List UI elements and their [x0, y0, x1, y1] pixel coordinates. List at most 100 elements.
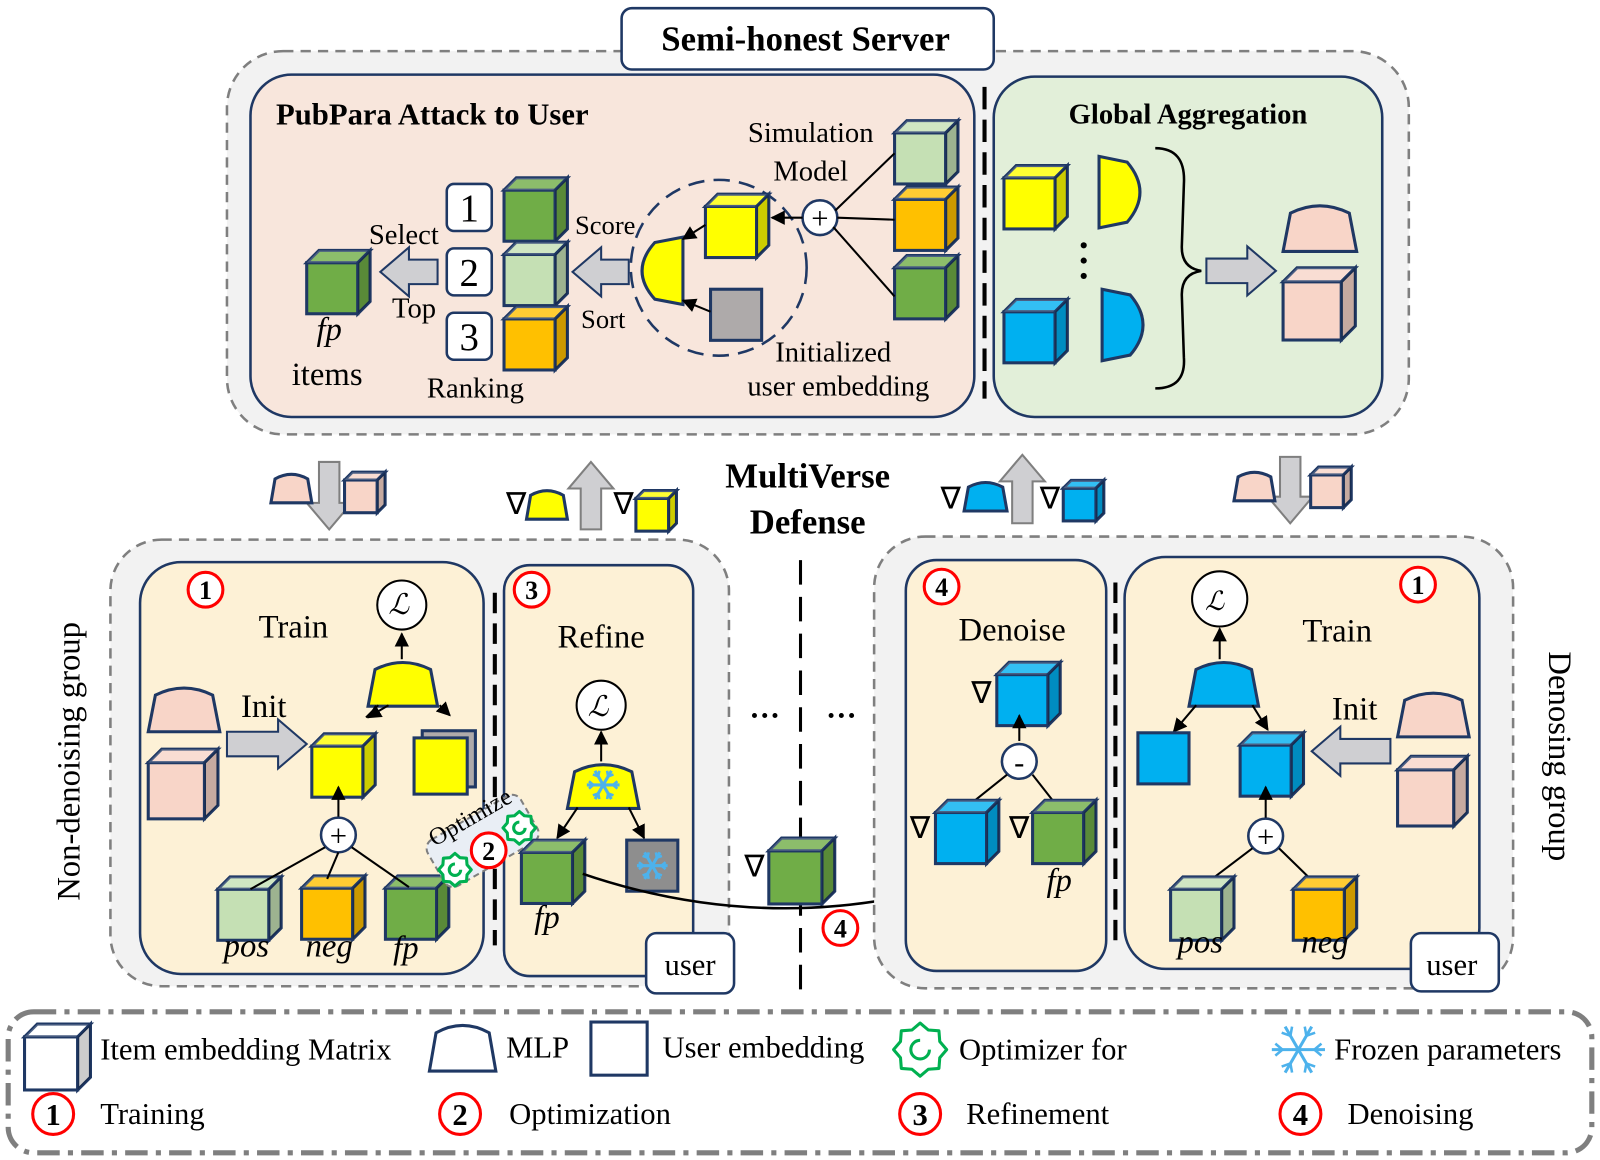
legend-mlp-label: MLP	[506, 1031, 569, 1065]
aggregation-brace	[1155, 146, 1202, 390]
init-embedding	[144, 745, 222, 823]
refined-fp-cube	[517, 836, 589, 908]
fp-label: fp	[1046, 863, 1071, 899]
legend-step-label: Optimization	[509, 1097, 671, 1131]
loss-circle: ℒ	[1191, 570, 1249, 628]
sim-fp-cube	[890, 251, 962, 323]
rank-number: 3	[460, 316, 479, 359]
legend-item-embedding-label: Item embedding Matrix	[100, 1033, 391, 1067]
gear-optimizer-icon	[501, 809, 538, 846]
legend-optimizer-label: Optimizer for	[959, 1033, 1127, 1067]
step-number: 4	[1293, 1098, 1308, 1132]
sim-neg-cube	[890, 183, 962, 255]
step-number: 1	[1412, 571, 1425, 600]
connector-line	[834, 152, 896, 212]
denoised-gradient-cube	[993, 658, 1064, 730]
received-fp-gradient-cube	[1028, 796, 1100, 868]
step-badge: 4	[922, 567, 961, 606]
initialized-user-embedding	[709, 287, 764, 342]
init-label: Init	[1332, 691, 1377, 727]
step-badge: 3	[512, 570, 551, 609]
snowflake-icon	[636, 851, 668, 880]
gradient-symbol: ∇	[970, 676, 992, 710]
attack-title: PubPara Attack to User	[276, 97, 589, 131]
connector-line	[627, 806, 646, 840]
simulation-mlp	[640, 235, 685, 307]
local-mlp	[1187, 660, 1261, 708]
client-item-embedding-yellow	[1000, 161, 1072, 233]
local-item-embedding	[1236, 729, 1308, 800]
snowflake-icon	[586, 769, 620, 800]
init-embedding	[1393, 752, 1471, 830]
fp-label: fp	[316, 312, 341, 348]
step-badge: 4	[1278, 1092, 1323, 1136]
connector-line	[435, 701, 451, 717]
connector-line	[326, 851, 340, 880]
simulation-item-embedding	[701, 190, 773, 262]
step-badge: 4	[821, 909, 860, 947]
items-label: items	[292, 357, 363, 393]
local-mlp	[366, 660, 440, 708]
connector-line	[1251, 704, 1269, 731]
legend-item-embedding-icon	[20, 1020, 95, 1094]
denoising-group-label: Denosing group	[1541, 651, 1577, 861]
legend-mlp-icon	[427, 1023, 498, 1073]
loss-symbol: ℒ	[388, 589, 410, 621]
pos-label: pos	[1176, 924, 1223, 960]
global-mlp	[1281, 204, 1359, 253]
legend-snowflake-icon	[1271, 1025, 1325, 1074]
step-badge: 1	[1399, 565, 1437, 604]
rank-box	[445, 182, 494, 233]
server-title: Semi-honest Server	[661, 19, 950, 58]
select-arrow	[378, 245, 439, 299]
top-label: Top	[392, 293, 436, 325]
train-title: Train	[259, 610, 329, 646]
fp-item-cube	[303, 246, 374, 318]
fp-label: fp	[534, 900, 559, 936]
loss-symbol: ℒ	[588, 691, 610, 723]
ranking-label: Ranking	[427, 372, 524, 404]
user-tag	[1409, 931, 1501, 993]
client-mlp-blue	[1100, 287, 1145, 363]
step-badge: 1	[31, 1092, 76, 1136]
initialized-label: Initialized	[775, 337, 891, 369]
connector-line	[832, 226, 896, 298]
ellipsis: ···	[826, 698, 857, 732]
transferred-fp-gradient	[765, 834, 839, 908]
server-title-box	[620, 6, 996, 71]
attack-panel	[249, 73, 976, 419]
connector-line	[681, 223, 706, 241]
local-user-embedding	[412, 736, 469, 796]
neg-cube	[297, 872, 369, 943]
rank-box	[445, 247, 494, 297]
neg-label: neg	[1301, 924, 1348, 960]
own-gradient-cube	[931, 796, 1003, 868]
downloaded-mlp	[1232, 470, 1277, 503]
upload-arrow-left	[566, 460, 616, 531]
step-number: 3	[912, 1098, 927, 1132]
global-item-embedding	[1279, 264, 1360, 344]
user-embedding-label: user embedding	[747, 370, 929, 402]
neg-label: neg	[306, 928, 353, 964]
connector-line	[556, 806, 579, 840]
operator-symbol: +	[330, 819, 347, 853]
select-label: Select	[369, 219, 439, 251]
client-mlp-yellow	[1097, 154, 1142, 230]
init-arrow	[225, 717, 309, 771]
ranked-item-cube	[500, 238, 572, 310]
vertical-ellipsis	[1080, 242, 1087, 280]
fp-label: fp	[393, 930, 418, 966]
non-denoising-group-label: Non-denoising group	[52, 622, 88, 901]
gear-optimizer-icon	[437, 851, 473, 888]
operator-circle: +	[319, 816, 358, 854]
simulation-label: Simulation	[748, 117, 874, 149]
downloaded-embedding	[340, 468, 389, 517]
init-mlp	[1395, 691, 1471, 739]
ellipsis: ···	[749, 698, 780, 732]
gradient-symbol: ∇	[612, 487, 634, 521]
aggregation-title: Global Aggregation	[1069, 98, 1308, 130]
step-badge: 3	[898, 1092, 943, 1136]
operator-symbol: +	[1257, 820, 1274, 854]
sort-label: Sort	[581, 304, 626, 334]
